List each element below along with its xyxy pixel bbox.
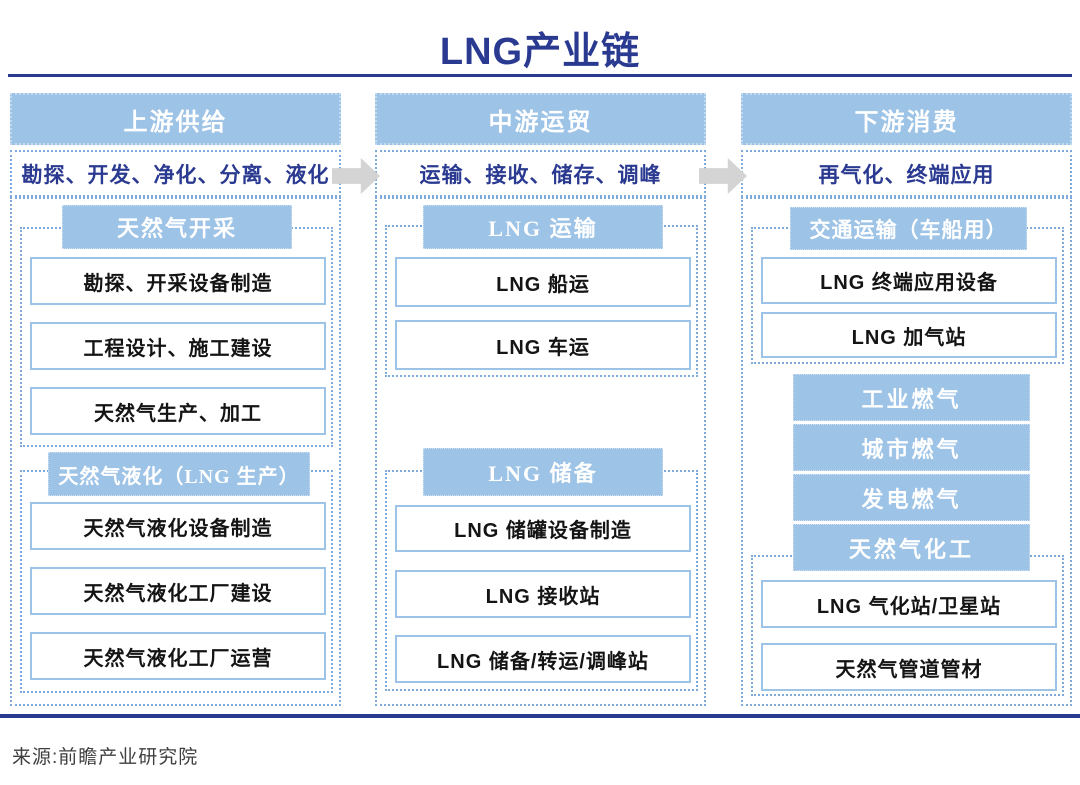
source-note: 来源:前瞻产业研究院	[12, 747, 199, 768]
process-box: 工程设计、施工建设	[30, 322, 326, 370]
upstream-body: 天然气开采 勘探、开采设备制造 工程设计、施工建设 天然气生产、加工 天然气液化…	[10, 197, 341, 706]
column-header-upstream: 上游供给	[10, 93, 341, 145]
column-upstream: 上游供给 勘探、开发、净化、分离、液化 天然气开采 勘探、开采设备制造 工程设计…	[10, 93, 341, 706]
process-box: 天然气液化工厂建设	[30, 567, 326, 615]
column-header-midstream: 中游运贸	[375, 93, 706, 145]
stage-label-midstream: 运输、接收、储存、调峰	[375, 150, 706, 197]
downstream-body: 交通运输（车船用） LNG 终端应用设备 LNG 加气站 工业燃气 城市燃气 发…	[741, 197, 1072, 706]
end-use-gas-chemical: 天然气化工	[793, 524, 1030, 571]
process-box: LNG 气化站/卫星站	[761, 580, 1057, 628]
process-box: LNG 储罐设备制造	[395, 505, 691, 552]
process-box: 天然气液化工厂运营	[30, 632, 326, 680]
process-box: LNG 车运	[395, 320, 691, 370]
process-box: 勘探、开采设备制造	[30, 257, 326, 305]
section-header-gas-liquefaction: 天然气液化（LNG 生产）	[48, 452, 310, 496]
process-box: LNG 加气站	[761, 312, 1057, 358]
section-header-transportation-use: 交通运输（车船用）	[790, 207, 1027, 250]
process-box: 天然气管道管材	[761, 643, 1057, 691]
column-header-downstream: 下游消费	[741, 93, 1072, 145]
bottom-divider	[0, 714, 1080, 718]
stage-label-downstream: 再气化、终端应用	[741, 150, 1072, 197]
process-box: LNG 储备/转运/调峰站	[395, 635, 691, 683]
flow-arrow-icon	[699, 158, 747, 194]
process-box: 天然气液化设备制造	[30, 502, 326, 550]
end-use-city-gas: 城市燃气	[793, 424, 1030, 471]
section-header-lng-transport: LNG 运输	[423, 205, 663, 249]
page-title: LNG产业链	[439, 31, 641, 73]
stage-label-upstream: 勘探、开发、净化、分离、液化	[10, 150, 341, 197]
end-use-industrial-gas: 工业燃气	[793, 374, 1030, 421]
process-box: 天然气生产、加工	[30, 387, 326, 435]
process-box: LNG 终端应用设备	[761, 257, 1057, 304]
title-divider	[8, 74, 1072, 77]
midstream-body: LNG 运输 LNG 船运 LNG 车运 LNG 储备 LNG 储罐设备制造 L…	[375, 197, 706, 706]
process-box: LNG 接收站	[395, 570, 691, 618]
section-header-gas-extraction: 天然气开采	[62, 205, 292, 249]
end-use-power-gas: 发电燃气	[793, 474, 1030, 521]
process-box: LNG 船运	[395, 257, 691, 307]
column-downstream: 下游消费 再气化、终端应用 交通运输（车船用） LNG 终端应用设备 LNG 加…	[741, 93, 1072, 706]
column-midstream: 中游运贸 运输、接收、储存、调峰 LNG 运输 LNG 船运 LNG 车运 LN…	[375, 93, 706, 706]
section-header-lng-storage: LNG 储备	[423, 448, 663, 496]
